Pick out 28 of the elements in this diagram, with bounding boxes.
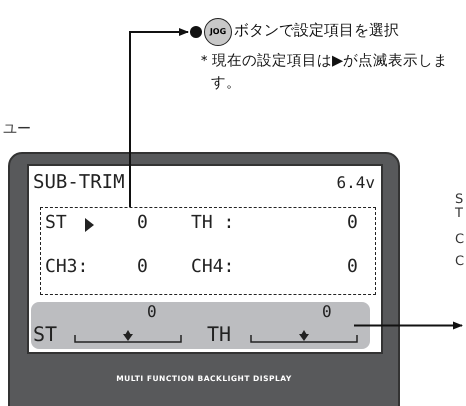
display-bezel (8, 152, 400, 406)
cut-off-text: C (455, 232, 464, 247)
voltage-reading: 6.4v (336, 173, 375, 192)
channel-name: CH4: (191, 256, 234, 277)
channel-value: 0 (137, 256, 148, 277)
channel-name: TH : (191, 212, 234, 233)
cut-off-text: S (455, 192, 464, 207)
channel-name: ST (33, 322, 58, 346)
cut-off-text: T (455, 206, 463, 221)
leader-line (129, 28, 189, 207)
jog-button: JOG (204, 18, 232, 46)
screen-title: SUB-TRIM (33, 171, 125, 193)
note-text: ＊現在の設定項目は▶が点滅表示します。 (197, 52, 450, 93)
dashed-outline (40, 207, 376, 295)
trim-value: 0 (322, 302, 332, 321)
channel-value: 0 (347, 212, 358, 233)
channel-name: TH (207, 322, 232, 346)
lcd-screen (27, 164, 383, 354)
highlight-bar (31, 302, 370, 349)
instruction-text: ボタンで設定項目を選択 (234, 21, 399, 40)
channel-value: 0 (137, 212, 148, 233)
arrow (354, 322, 463, 330)
menu-label: ユー (3, 120, 31, 138)
channel-name: ST (45, 212, 67, 233)
channel-value: 0 (347, 256, 358, 277)
trim-value: 0 (147, 302, 157, 321)
channel-name: CH3: (45, 256, 88, 277)
cut-off-text: C (455, 254, 464, 269)
